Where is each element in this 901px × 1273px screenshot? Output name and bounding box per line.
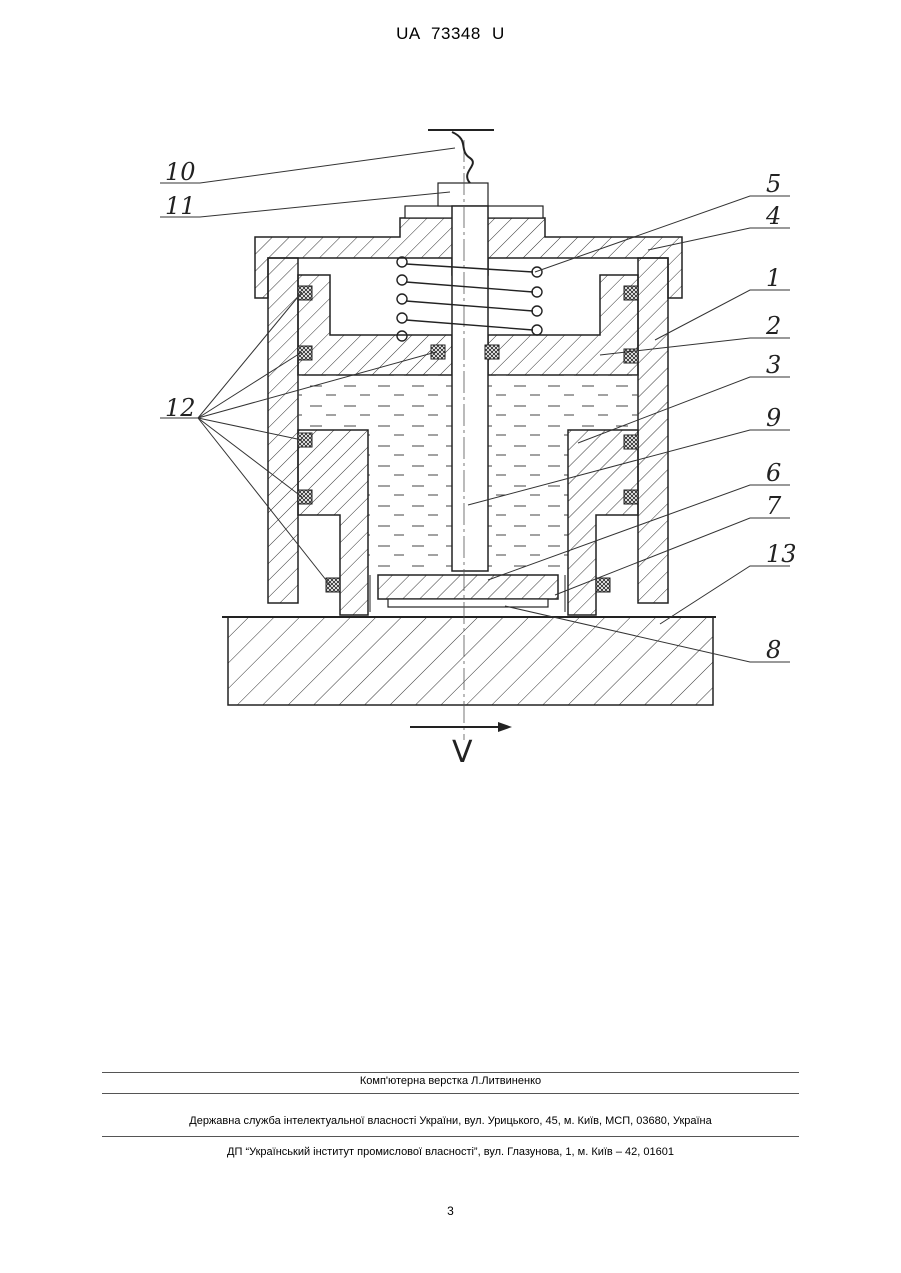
velocity-label: V bbox=[452, 735, 473, 770]
base-plate bbox=[222, 617, 716, 705]
layout-credit: Комп'ютерна верстка Л.Литвиненко bbox=[0, 1075, 901, 1087]
document-number: UA 73348 U bbox=[0, 24, 901, 44]
pad-assembly bbox=[370, 575, 565, 612]
label-12: 12 bbox=[165, 394, 196, 422]
footer-rule-2 bbox=[102, 1136, 799, 1137]
label-11: 11 bbox=[165, 192, 196, 220]
label-13: 13 bbox=[766, 540, 797, 568]
footer-rule-top bbox=[102, 1072, 799, 1073]
footer-rule-1 bbox=[102, 1093, 799, 1094]
label-9: 9 bbox=[766, 404, 781, 432]
label-4: 4 bbox=[765, 202, 781, 230]
label-6: 6 bbox=[766, 459, 781, 487]
label-5: 5 bbox=[766, 170, 781, 198]
page-number: 3 bbox=[0, 1204, 901, 1218]
label-7: 7 bbox=[766, 492, 782, 520]
technical-drawing: 10 11 12 5 4 1 2 3 9 6 7 13 8 V bbox=[150, 122, 800, 772]
label-3: 3 bbox=[766, 351, 781, 379]
velocity-arrow bbox=[410, 722, 512, 732]
label-10: 10 bbox=[165, 158, 196, 186]
cable bbox=[428, 130, 494, 183]
label-1: 1 bbox=[766, 264, 781, 292]
label-2: 2 bbox=[765, 312, 781, 340]
agency-address: Державна служба інтелектуальної власност… bbox=[0, 1115, 901, 1127]
institute-address: ДП “Український інститут промислової вла… bbox=[0, 1146, 901, 1158]
label-8: 8 bbox=[766, 636, 781, 664]
